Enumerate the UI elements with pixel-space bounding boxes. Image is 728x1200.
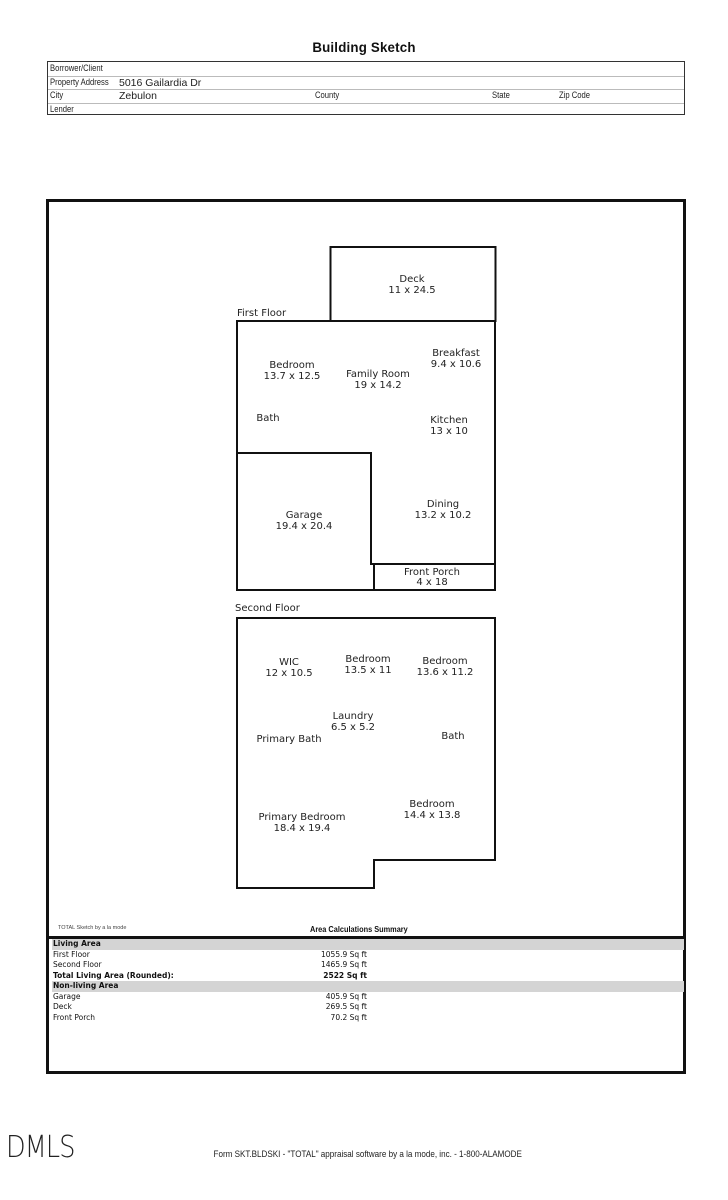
borrower-row: Borrower/Client <box>48 62 684 77</box>
area-calculations-table: Living Area First Floor 1055.9 Sq ft Sec… <box>52 939 684 1023</box>
room-front-porch: Front Porch 4 x 18 <box>404 568 460 587</box>
lender-row: Lender <box>48 103 684 117</box>
lender-label: Lender <box>50 103 74 114</box>
section-label: Living Area <box>53 939 101 948</box>
room-dims: 13.5 x 11 <box>344 665 392 676</box>
address-value: 5016 Gailardia Dr <box>119 76 202 89</box>
room-bedroom-2: Bedroom 13.5 x 11 <box>344 654 391 676</box>
borrower-label: Borrower/Client <box>50 63 103 73</box>
room-wic: WIC 12 x 10.5 <box>265 657 312 679</box>
room-name: Garage <box>285 510 323 521</box>
row-value: 269.5 Sq ft <box>325 1002 367 1011</box>
room-name: Bedroom <box>269 360 315 371</box>
room-name: Breakfast <box>432 348 480 359</box>
room-name: Deck <box>399 274 425 285</box>
row-label: Second Floor <box>53 960 102 969</box>
sketch-sheet <box>46 199 686 1074</box>
total-living-area-row: Total Living Area (Rounded): 2522 Sq ft <box>52 971 684 982</box>
living-area-heading: Living Area <box>52 939 684 950</box>
room-dims: 18.4 x 19.4 <box>273 823 331 834</box>
room-laundry: Laundry 6.5 x 5.2 <box>331 711 375 733</box>
room-dims: 4 x 18 <box>416 576 448 588</box>
city-label: City <box>50 90 64 100</box>
room-name: Bedroom <box>345 654 391 665</box>
summary-divider <box>49 936 685 939</box>
room-bath-2: Bath <box>441 731 464 742</box>
row-label: Deck <box>53 1002 72 1011</box>
city-row: City Zebulon County State Zip Code <box>48 89 684 104</box>
room-dims: 13 x 10 <box>430 426 468 437</box>
room-name: Laundry <box>332 711 374 722</box>
row-label: Garage <box>53 991 81 1001</box>
room-name: Family Room <box>346 369 410 380</box>
room-name: WIC <box>279 657 299 668</box>
row-value: 405.9 Sq ft <box>325 991 367 1001</box>
room-deck: Deck 11 x 24.5 <box>388 274 435 296</box>
form-footer-text: Form SKT.BLDSKI - "TOTAL" appraisal soft… <box>213 1149 522 1160</box>
room-name: Dining <box>426 499 460 510</box>
room-dims: 13.2 x 10.2 <box>414 510 472 521</box>
room-dims: 11 x 24.5 <box>388 285 436 296</box>
address-row: Property Address 5016 Gailardia Dr <box>48 76 684 90</box>
table-row: Garage 405.9 Sq ft <box>52 992 684 1003</box>
room-bedroom-4: Bedroom 14.4 x 13.8 <box>404 799 461 821</box>
room-bath-1: Bath <box>256 413 279 424</box>
non-living-area-heading: Non-living Area <box>52 981 684 992</box>
first-floor-label: First Floor <box>237 308 287 319</box>
row-label: First Floor <box>53 949 90 959</box>
zip-label: Zip Code <box>559 90 591 100</box>
room-name: Bedroom <box>409 799 455 810</box>
sketch-brand-note: TOTAL Sketch by a la mode <box>58 925 127 931</box>
table-row: Front Porch 70.2 Sq ft <box>52 1013 684 1024</box>
room-family-room: Family Room 19 x 14.2 <box>346 369 410 391</box>
table-row: First Floor 1055.9 Sq ft <box>52 950 684 961</box>
property-info-box: Borrower/Client Property Address 5016 Ga… <box>47 61 685 115</box>
room-primary-bath: Primary Bath <box>256 734 321 745</box>
room-name: Kitchen <box>430 415 468 426</box>
front-porch-outline <box>373 563 496 591</box>
room-garage: Garage 19.4 x 20.4 <box>276 510 333 532</box>
row-label: Total Living Area (Rounded): <box>53 970 174 980</box>
room-dims: 9.4 x 10.6 <box>430 359 482 370</box>
room-kitchen: Kitchen 13 x 10 <box>430 415 468 437</box>
second-floor-outline <box>236 617 496 889</box>
room-dims: 13.6 x 11.2 <box>416 667 474 678</box>
second-floor-label: Second Floor <box>235 603 300 614</box>
room-name: Front Porch <box>404 567 460 578</box>
room-dims: 19.4 x 20.4 <box>275 521 333 532</box>
state-label: State <box>492 90 510 100</box>
room-name: Primary Bedroom <box>258 812 346 823</box>
room-bedroom-1: Bedroom 13.7 x 12.5 <box>264 360 321 382</box>
room-name: Bath <box>441 731 465 742</box>
room-bedroom-3: Bedroom 13.6 x 11.2 <box>417 656 474 678</box>
table-row: Deck 269.5 Sq ft <box>52 1002 684 1013</box>
row-value: 70.2 Sq ft <box>330 1012 367 1022</box>
row-value: 1465.9 Sq ft <box>321 960 367 969</box>
table-row: Second Floor 1465.9 Sq ft <box>52 960 684 971</box>
room-dims: 19 x 14.2 <box>354 380 402 391</box>
address-label: Property Address <box>50 76 109 87</box>
room-name: Primary Bath <box>256 734 322 745</box>
room-primary-bedroom: Primary Bedroom 18.4 x 19.4 <box>258 812 345 834</box>
county-label: County <box>315 90 340 100</box>
room-dims: 6.5 x 5.2 <box>330 722 376 733</box>
room-dims: 12 x 10.5 <box>265 668 313 679</box>
row-value: 2522 Sq ft <box>323 970 367 980</box>
room-breakfast: Breakfast 9.4 x 10.6 <box>431 348 481 370</box>
room-dining: Dining 13.2 x 10.2 <box>415 499 472 521</box>
room-dims: 13.7 x 12.5 <box>263 371 321 382</box>
row-label: Front Porch <box>53 1012 95 1022</box>
area-summary-title: Area Calculations Summary <box>310 925 408 934</box>
room-name: Bedroom <box>422 656 468 667</box>
dmls-logo: DMLS <box>6 1130 75 1165</box>
room-dims: 14.4 x 13.8 <box>403 810 461 821</box>
row-value: 1055.9 Sq ft <box>321 949 367 959</box>
section-label: Non-living Area <box>53 981 119 990</box>
room-name: Bath <box>256 413 280 424</box>
page-title: Building Sketch <box>312 39 416 55</box>
city-value: Zebulon <box>119 90 157 102</box>
